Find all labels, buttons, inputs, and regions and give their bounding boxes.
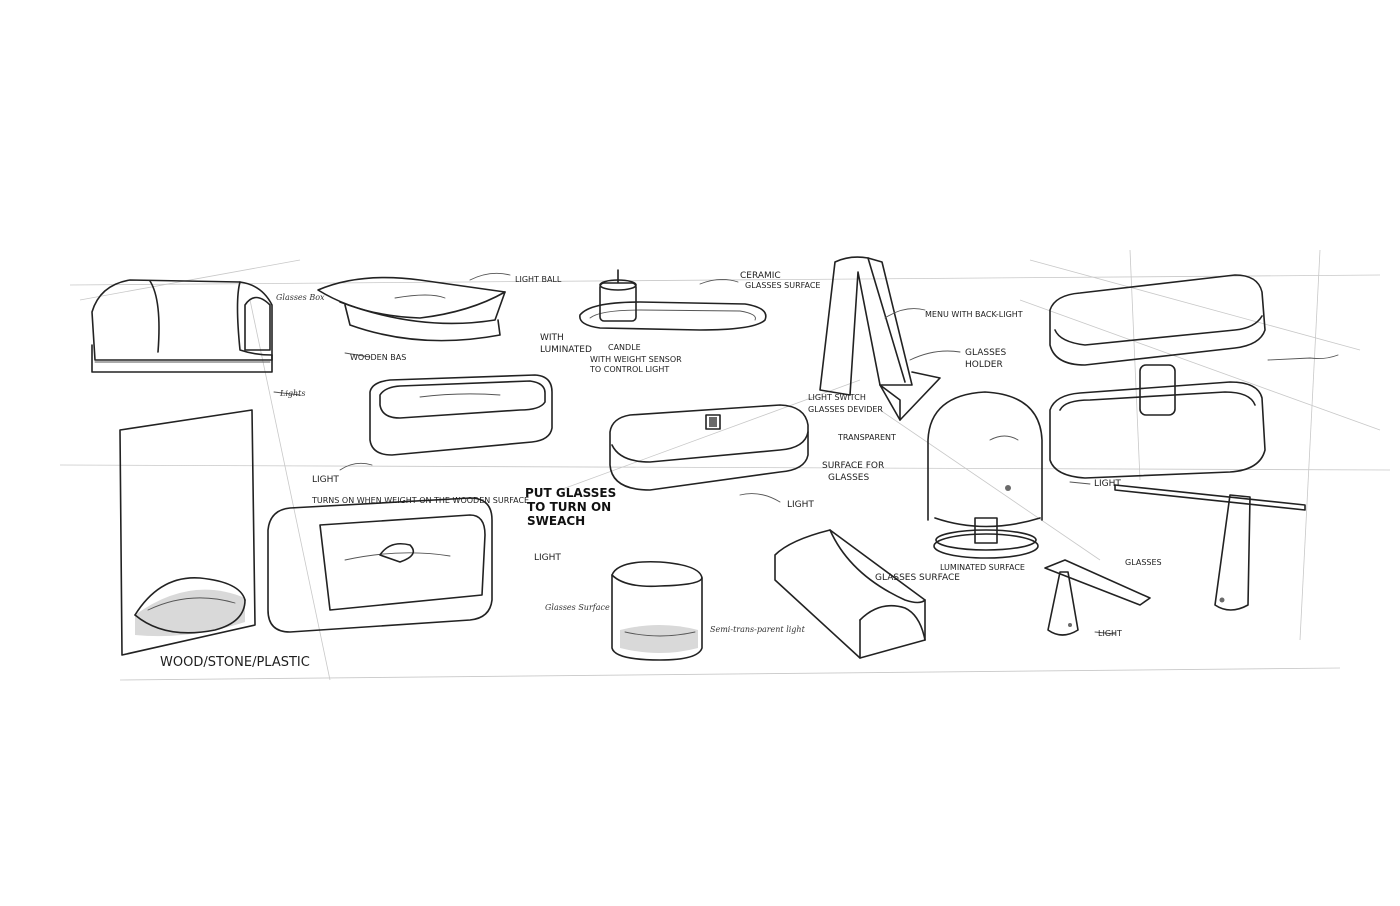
- semi-transparent-container-sketch: [611, 560, 703, 661]
- label-glasses-surface-bottom: GLASSES SURFACE: [875, 573, 960, 583]
- label-light-4: LIGHT: [1094, 479, 1121, 489]
- label-glasses-surface-hand: Glasses Surface: [545, 603, 610, 612]
- construction-lines: [59, 249, 1391, 681]
- material-panel-sketch: [119, 409, 256, 656]
- label-light-ball: LIGHT BALL: [515, 275, 562, 284]
- label-glasses-surface-top: GLASSES SURFACE: [745, 281, 820, 290]
- label-put-glasses-3: SWEACH: [527, 514, 585, 528]
- label-glasses-holder-2: HOLDER: [965, 360, 1003, 370]
- shelf-box-sketch: [1049, 274, 1339, 485]
- label-materials: WOOD/STONE/PLASTIC: [160, 655, 310, 670]
- curved-surface-sketch: [774, 529, 926, 659]
- label-glasses-word: GLASSES: [828, 473, 869, 483]
- label-lights: Lights: [279, 389, 305, 398]
- label-light-3: LIGHT: [787, 500, 814, 510]
- label-light-2: LIGHT: [534, 553, 561, 563]
- label-weight-sensor-1: WITH WEIGHT SENSOR: [590, 355, 682, 364]
- label-menu-backlight: MENU WITH BACK-LIGHT: [925, 310, 1023, 319]
- label-glasses-devider: GLASSES DEVIDER: [808, 405, 883, 414]
- planter-block-sketch: [267, 497, 493, 633]
- stone-surface-sketch: [339, 374, 553, 471]
- t-hanger-sketch: [1114, 484, 1306, 611]
- label-turns-on: TURNS ON WHEN WEIGHT ON THE WOODEN SURFA…: [311, 496, 529, 505]
- label-luminated-surface: LUMINATED SURFACE: [940, 563, 1025, 572]
- wooden-bowl-sketch: [317, 272, 511, 358]
- label-luminated: LUMINATED: [540, 345, 592, 355]
- dome-lamp-sketch: [927, 391, 1043, 559]
- label-with: WITH: [540, 333, 564, 343]
- light-switch-pad-sketch: [609, 404, 809, 503]
- candle-tray-sketch: [579, 269, 767, 331]
- glasses-box-sketch: [91, 279, 301, 396]
- labels: Glasses Box Lights LIGHT BALL WOODEN BAS…: [160, 271, 1162, 670]
- label-light-switch: LIGHT SWITCH: [808, 393, 866, 402]
- label-put-glasses-1: PUT GLASSES: [525, 486, 616, 500]
- label-candle: CANDLE: [608, 343, 641, 352]
- label-ceramic: CERAMIC: [740, 271, 781, 281]
- label-semi-trans: Semi-trans-parent light: [710, 625, 806, 634]
- label-weight-sensor-2: TO CONTROL LIGHT: [589, 365, 669, 374]
- label-light-5: LIGHT: [1098, 629, 1122, 638]
- label-wooden-bas: WOODEN BAS: [350, 353, 406, 362]
- label-glasses-holder-1: GLASSES: [965, 348, 1006, 358]
- label-surface-for: SURFACE FOR: [822, 461, 884, 471]
- label-light-1: LIGHT: [312, 475, 339, 485]
- label-glasses-small: GLASSES: [1125, 558, 1162, 567]
- menu-stand-sketch: [819, 256, 961, 421]
- cone-light-sketch: [1044, 559, 1151, 636]
- label-glasses-box: Glasses Box: [276, 293, 325, 302]
- label-transparent: TRANSPARENT: [837, 433, 896, 442]
- label-put-glasses-2: TO TURN ON: [527, 500, 611, 514]
